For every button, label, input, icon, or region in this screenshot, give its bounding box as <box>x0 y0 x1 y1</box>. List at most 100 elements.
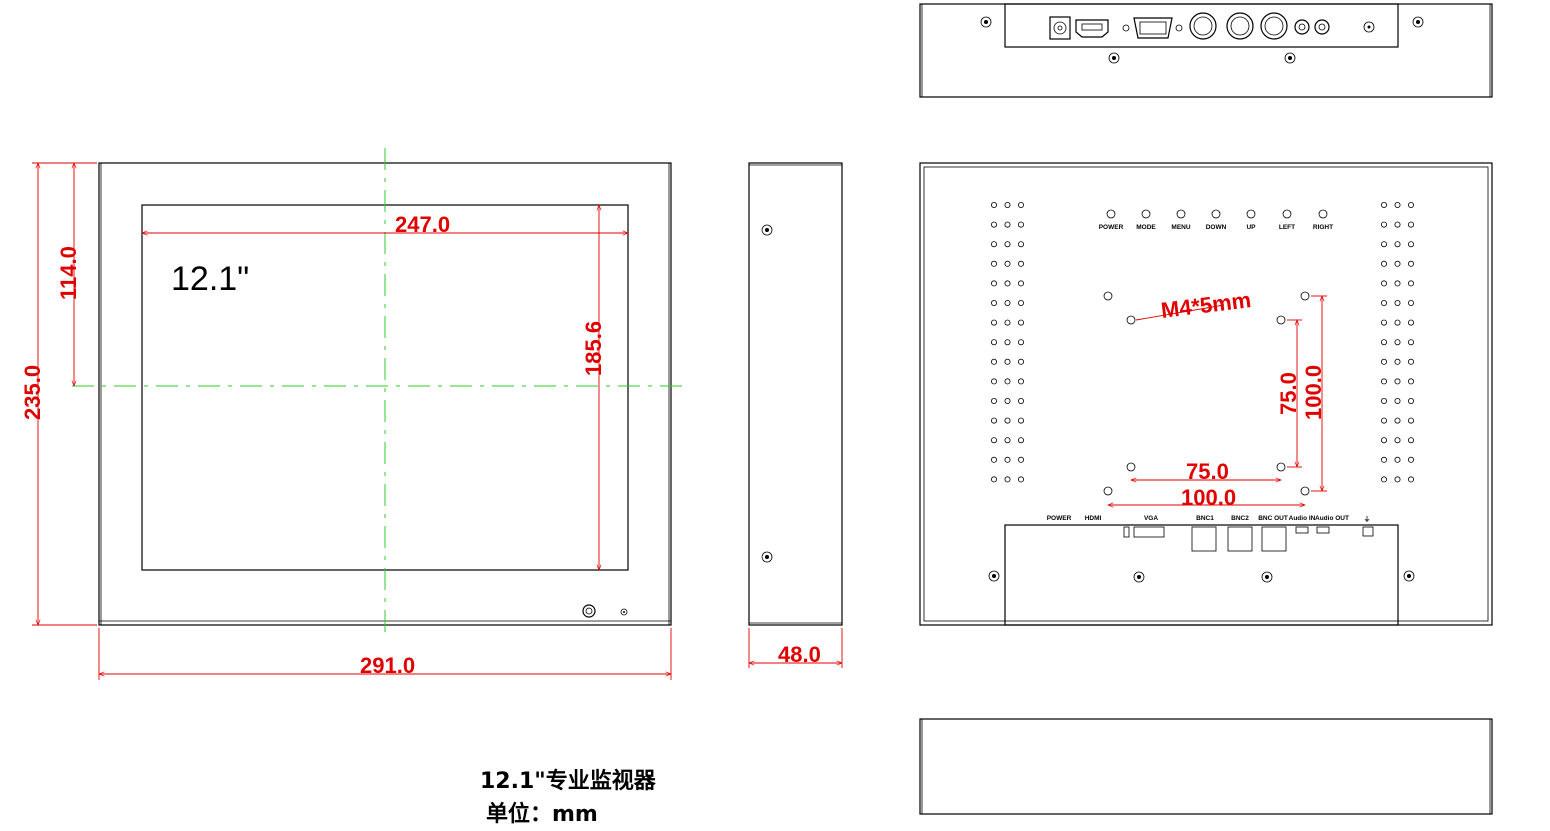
vent-hole <box>1408 260 1415 267</box>
vent-hole <box>1004 417 1011 424</box>
top-screw-left <box>980 16 992 28</box>
vent-hole <box>1381 378 1388 385</box>
back-screw-4 <box>1403 570 1415 582</box>
vent-hole <box>1394 339 1401 346</box>
top-view <box>919 3 1493 98</box>
vent-hole <box>1394 417 1401 424</box>
vent-hole <box>1394 241 1401 248</box>
vent-hole <box>1394 358 1401 365</box>
power-jack-icon <box>1049 16 1071 40</box>
vent-hole <box>1381 319 1388 326</box>
button-label-mode: MODE <box>1136 224 1156 231</box>
top-screw-right <box>1412 16 1424 28</box>
vent-hole <box>991 280 998 287</box>
vent-hole <box>1408 241 1415 248</box>
vent-hole <box>1408 201 1415 208</box>
vent-hole <box>1004 378 1011 385</box>
dim-vesa100-vertical: 100.0 <box>1301 365 1326 420</box>
vent-hole <box>991 437 998 444</box>
button-label-up: UP <box>1246 224 1256 231</box>
audio-in-icon <box>1294 19 1310 35</box>
vent-hole <box>1004 241 1011 248</box>
button-label-power: POWER <box>1099 224 1124 231</box>
vent-hole <box>1408 280 1415 287</box>
vent-hole <box>1408 319 1415 326</box>
vent-hole <box>1394 319 1401 326</box>
front-led-icon <box>620 608 628 616</box>
mount-screw-note: M4*5mm <box>1160 287 1253 323</box>
vent-holes-left <box>991 201 1025 483</box>
vent-hole <box>1018 476 1025 483</box>
vent-holes-right <box>1381 201 1415 483</box>
vent-hole <box>1018 417 1025 424</box>
vent-hole <box>1004 260 1011 267</box>
drawing-title: 12.1"专业监视器 <box>480 768 657 794</box>
vent-hole <box>1381 456 1388 463</box>
port-stubs <box>1123 526 1374 552</box>
back-screw-1 <box>988 570 1000 582</box>
bnc2-icon <box>1226 12 1254 40</box>
audio-out-icon <box>1314 19 1330 35</box>
vent-hole <box>1394 397 1401 404</box>
front-power-button-icon <box>582 604 596 618</box>
back-screw-2 <box>1133 571 1145 583</box>
top-screw-b2 <box>1284 52 1296 64</box>
screen-size-label: 12.1" <box>171 260 249 298</box>
button-label-right: RIGHT <box>1313 224 1333 231</box>
vent-hole <box>1018 221 1025 228</box>
vent-hole <box>1018 397 1025 404</box>
vent-hole <box>1004 358 1011 365</box>
vent-hole <box>1381 201 1388 208</box>
button-label-down: DOWN <box>1206 224 1227 231</box>
vent-hole <box>1408 378 1415 385</box>
back-view: POWER MODE MENU DOWN UP LEFT RIGHT M4*5m… <box>919 162 1493 626</box>
vent-hole <box>1394 378 1401 385</box>
vent-hole <box>1018 319 1025 326</box>
port-label-power: POWER <box>1047 515 1072 522</box>
vent-hole <box>1004 456 1011 463</box>
port-label-hdmi: HDMI <box>1085 515 1102 522</box>
port-label-bnc2: BNC2 <box>1231 515 1249 522</box>
port-label-bnc-out: BNC OUT <box>1258 515 1288 522</box>
vent-hole <box>991 417 998 424</box>
vent-hole <box>1018 241 1025 248</box>
osd-buttons: POWER MODE MENU DOWN UP LEFT RIGHT <box>1099 209 1333 231</box>
vent-hole <box>1394 260 1401 267</box>
vent-hole <box>1394 280 1401 287</box>
vent-hole <box>1408 437 1415 444</box>
vent-hole <box>1394 456 1401 463</box>
vent-hole <box>1381 417 1388 424</box>
bottom-view <box>919 718 1493 815</box>
dim-vesa75-horizontal: 75.0 <box>1186 459 1229 484</box>
vent-hole <box>1004 476 1011 483</box>
port-label-vga: VGA <box>1144 515 1158 522</box>
vent-hole <box>1018 201 1025 208</box>
vent-hole <box>1018 358 1025 365</box>
vent-hole <box>1381 221 1388 228</box>
vent-hole <box>1381 358 1388 365</box>
vent-hole <box>1004 201 1011 208</box>
vent-hole <box>1004 299 1011 306</box>
dim-overall-height: 235.0 <box>20 365 45 420</box>
vent-hole <box>1018 378 1025 385</box>
vent-hole <box>1381 339 1388 346</box>
vent-hole <box>1004 397 1011 404</box>
vent-hole <box>991 241 998 248</box>
vent-hole <box>1381 241 1388 248</box>
vga-port-icon <box>1133 17 1173 39</box>
top-screw-b1 <box>1108 52 1120 64</box>
button-label-menu: MENU <box>1171 224 1190 231</box>
vent-hole <box>991 397 998 404</box>
side-screw-bottom <box>761 551 773 563</box>
vent-hole <box>1408 417 1415 424</box>
vent-hole <box>1394 221 1401 228</box>
vent-hole <box>1004 280 1011 287</box>
vent-hole <box>1381 397 1388 404</box>
vent-hole <box>991 358 998 365</box>
vent-hole <box>1018 260 1025 267</box>
vent-hole <box>1408 221 1415 228</box>
vent-hole <box>1394 201 1401 208</box>
vent-hole <box>1018 437 1025 444</box>
vent-hole <box>991 221 998 228</box>
ground-screw-icon <box>1363 21 1375 33</box>
